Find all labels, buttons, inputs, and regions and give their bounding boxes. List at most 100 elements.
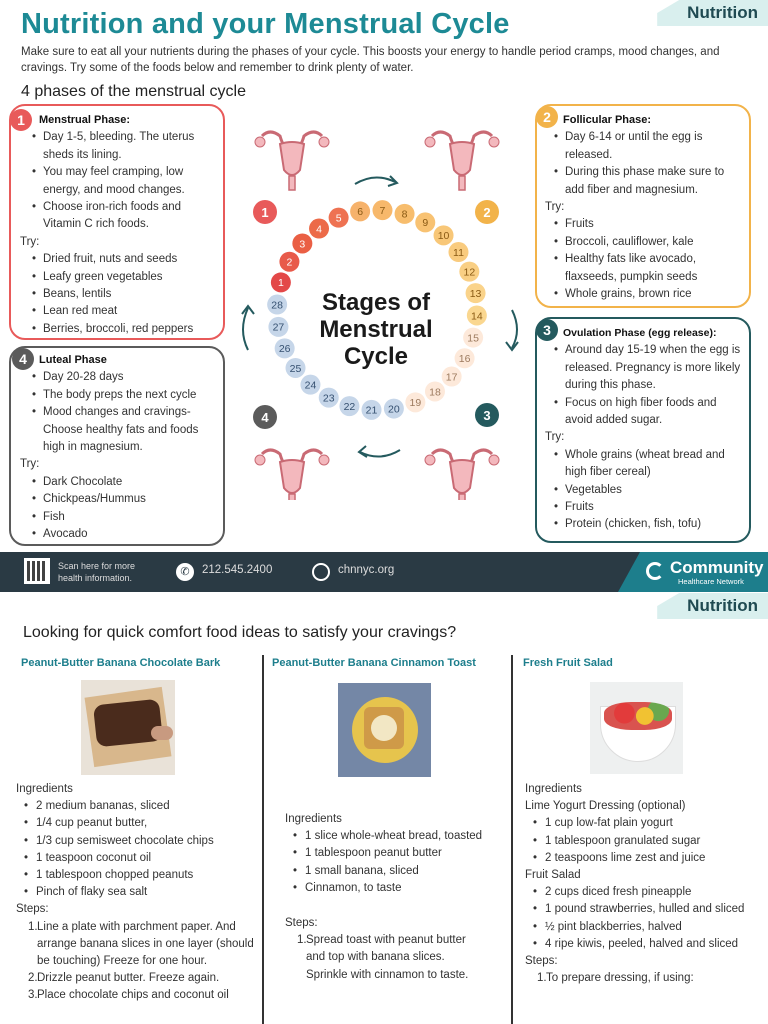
day-marker: [268, 316, 289, 337]
column-divider: [511, 655, 513, 1024]
day-marker: [383, 398, 404, 419]
day-label: 9: [422, 217, 428, 229]
phase1-marker: 1: [261, 205, 268, 220]
phase3-try-list: Whole grains (wheat bread and high fiber…: [545, 447, 743, 534]
recipe3-dressing: 1 cup low-fat plain yogurt 1 tablespoon …: [525, 815, 760, 867]
phase4-marker: 4: [261, 410, 269, 425]
list-item: Drizzle peanut butter. Freeze again.: [37, 972, 220, 985]
phase3-badge: 3: [536, 319, 558, 341]
day-marker: [454, 348, 475, 369]
phase2-try-list: Fruits Broccoli, cauliflower, kale Healt…: [545, 216, 741, 303]
phase1-title: Menstrual Phase:: [39, 114, 131, 126]
list-item: Beans, lentils: [23, 286, 215, 304]
recipe2-steps-label: Steps:: [285, 917, 318, 930]
day-marker: [466, 305, 487, 326]
list-item: 2 teaspoons lime zest and juice: [525, 850, 760, 867]
fruit-salad-photo: [590, 682, 683, 774]
cycle-diagram: 1 2 3 4 Stages of Menstrual Cycle 123456…: [241, 130, 519, 500]
page-title: Nutrition and your Menstrual Cycle: [21, 8, 510, 40]
list-item: The body preps the next cycle: [23, 387, 215, 405]
recipe3-salad: 2 cups diced fresh pineapple 1 pound str…: [525, 884, 760, 953]
website-link[interactable]: chnnyc.org: [338, 564, 395, 576]
recipe1-steps-label: Steps:: [16, 903, 49, 916]
day-label: 24: [305, 379, 317, 391]
day-marker: [441, 366, 462, 387]
day-marker: [448, 242, 469, 263]
list-item: Berries, broccoli, red peppers: [23, 321, 215, 339]
day-marker: [309, 218, 330, 239]
phase1-badge: 1: [10, 109, 32, 131]
day-label: 5: [336, 212, 342, 224]
recipe3-title: Fresh Fruit Salad: [523, 657, 613, 669]
day-marker: [394, 203, 415, 224]
list-item: 1 teaspoon coconut oil: [16, 850, 256, 867]
day-label: 10: [438, 230, 450, 242]
phase2-box: Follicular Phase: Day 6-14 or until the …: [535, 104, 751, 308]
recipe1-ingredients-label: Ingredients: [16, 783, 73, 795]
day-label: 22: [344, 401, 356, 413]
phase2-title: Follicular Phase:: [563, 114, 652, 126]
footer-band: Scan here for more health information. ✆…: [0, 552, 768, 592]
day-label: 2: [286, 257, 292, 269]
phases-heading: 4 phases of the menstrual cycle: [21, 83, 247, 100]
day-label: 21: [366, 405, 378, 417]
list-item: Healthy fats like avocado, flaxseeds, pu…: [545, 251, 741, 286]
globe-icon: [312, 563, 330, 581]
phase2-list: Day 6-14 or until the egg is released. D…: [545, 129, 741, 199]
scan-text: Scan here for more health information.: [58, 561, 136, 583]
day-label: 11: [453, 247, 464, 259]
phone-number[interactable]: 212.545.2400: [202, 564, 273, 576]
list-item: Day 20-28 days: [23, 369, 215, 387]
phase3-try: Try:: [545, 431, 565, 444]
list-item: Around day 15-19 when the egg is release…: [545, 342, 743, 394]
list-item: Place chocolate chips and coconut oil: [37, 989, 229, 1002]
phase2-badge: 2: [536, 106, 558, 128]
day-marker: [339, 396, 360, 417]
recipe1-title: Peanut-Butter Banana Chocolate Bark: [21, 657, 221, 669]
qr-code-icon[interactable]: [24, 558, 50, 584]
day-label: 16: [459, 353, 471, 365]
day-marker: [267, 294, 288, 315]
list-item: Day 6-14 or until the egg is released.: [545, 129, 741, 164]
list-item: Vegetables: [545, 482, 743, 500]
column-divider: [262, 655, 264, 1024]
day-label: 25: [290, 363, 302, 375]
list-item: Whole grains (wheat bread and high fiber…: [545, 447, 743, 482]
phase1-box: Menstrual Phase: Day 1-5, bleeding. The …: [9, 104, 225, 340]
list-item: Focus on high fiber foods and avoid adde…: [545, 395, 743, 430]
list-item: 1 tablespoon chopped peanuts: [16, 867, 256, 884]
recipe3-ingredients-label: Ingredients: [525, 783, 582, 795]
list-item: Cinnamon, to taste: [285, 880, 495, 897]
recipe2-title: Peanut-Butter Banana Cinnamon Toast: [272, 657, 476, 669]
day-marker: [372, 200, 393, 221]
list-item: 1 cup low-fat plain yogurt: [525, 815, 760, 832]
day-label: 27: [273, 322, 285, 334]
phase4-try: Try:: [20, 458, 40, 471]
uterus-icon: [254, 130, 330, 191]
day-label: 26: [279, 343, 291, 355]
comfort-heading: Looking for quick comfort food ideas to …: [23, 624, 457, 641]
list-item: 1 tablespoon peanut butter: [285, 845, 495, 862]
recipe3-salad-label: Fruit Salad: [525, 869, 581, 882]
day-marker: [350, 201, 371, 222]
recipe2-ingredients-label: Ingredients: [285, 813, 342, 825]
brand-block: [618, 552, 768, 592]
day-marker: [274, 338, 295, 359]
list-item: 2 medium bananas, sliced: [16, 798, 256, 815]
day-label: 3: [299, 238, 305, 250]
day-label: 19: [410, 397, 422, 409]
day-label: 13: [470, 288, 482, 300]
recipe1-ingredients: 2 medium bananas, sliced 1/4 cup peanut …: [16, 798, 256, 901]
list-item: Avocado: [23, 526, 215, 544]
day-label: 15: [467, 332, 479, 344]
day-marker: [361, 399, 382, 420]
recipe3-steps-label: Steps:: [525, 955, 558, 968]
day-label: 18: [429, 386, 441, 398]
phase2-marker: 2: [483, 205, 490, 220]
recipe3-body: Ingredients Lime Yogurt Dressing (option…: [525, 781, 760, 987]
phase4-box: Luteal Phase Day 20-28 days The body pre…: [9, 346, 225, 546]
uterus-icon: [424, 448, 500, 500]
center-title-line1: Stages of: [322, 289, 431, 316]
day-label: 14: [471, 310, 483, 322]
